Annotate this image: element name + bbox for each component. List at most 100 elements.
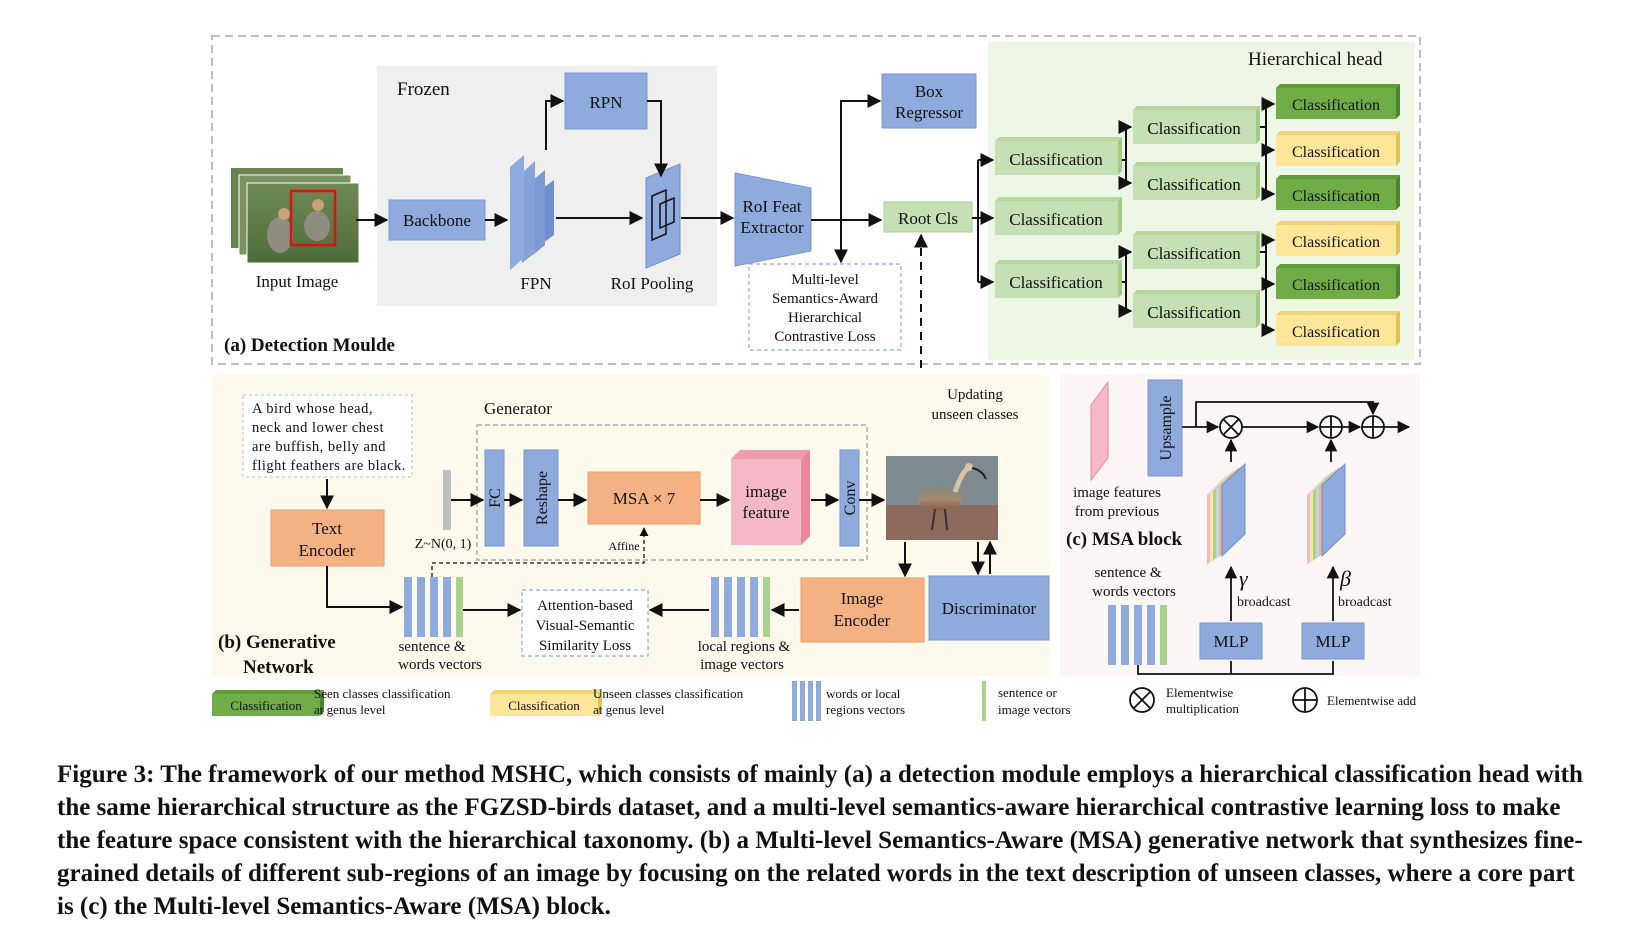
msa-sentence-words-l2: words vectors xyxy=(1092,584,1176,600)
elementwise-add-op xyxy=(1319,415,1343,439)
legend-words-vectors-swatch xyxy=(792,681,821,721)
legend-multiply-icon xyxy=(1129,687,1155,713)
legend-seen-swatch: Classification xyxy=(212,690,324,716)
fpn-label: FPN xyxy=(520,274,551,293)
svg-text:Classification: Classification xyxy=(1147,303,1241,322)
attention-loss-l1: Attention-based xyxy=(537,598,633,614)
roi-feat-extractor-l1: RoI Feat xyxy=(742,197,801,216)
image-feature-block: image feature xyxy=(731,450,810,545)
roi-pooling-block xyxy=(645,163,681,269)
generator-region xyxy=(476,424,868,561)
svg-text:Classification: Classification xyxy=(1009,273,1103,292)
legend-unseen-swatch: Classification xyxy=(490,690,602,716)
msa-sentence-words-l1: sentence & xyxy=(1094,565,1161,581)
svg-text:Classification: Classification xyxy=(1292,144,1380,161)
affine-label: Affine xyxy=(608,539,639,553)
text-encoder-l2: Encoder xyxy=(299,541,356,560)
svg-text:Classification: Classification xyxy=(1147,175,1241,194)
frozen-label: Frozen xyxy=(397,79,450,100)
seen-genus-classification: Classification xyxy=(1276,264,1400,299)
gamma-feature-stack xyxy=(1207,462,1246,565)
roi-pooling-label: RoI Pooling xyxy=(611,274,694,293)
text-description-l3: are buffish, belly and xyxy=(252,439,386,455)
mlsa-loss-l4: Contrastive Loss xyxy=(774,329,875,345)
generative-label-l2: Network xyxy=(243,657,314,678)
unseen-genus-classification: Classification xyxy=(1276,131,1400,166)
classification-block: Classification xyxy=(995,137,1122,175)
classification-block: Classification xyxy=(1133,106,1260,144)
classification-block: Classification xyxy=(1133,231,1260,269)
mlsa-loss-l2: Semantics-Award xyxy=(772,291,879,307)
svg-text:Classification: Classification xyxy=(1009,150,1103,169)
image-encoder-l1: Image xyxy=(841,589,883,608)
msa-x7-block: MSA × 7 xyxy=(613,489,676,508)
input-image xyxy=(231,168,360,264)
beta-feature-stack xyxy=(1307,462,1346,565)
msa-arrows xyxy=(1137,401,1411,675)
msa-block: image features from previous Upsample (c… xyxy=(1060,374,1420,676)
roi-feat-extractor-l2: Extractor xyxy=(740,218,804,237)
sentence-words-vectors xyxy=(404,577,463,637)
legend-words-text-l1: words or local xyxy=(826,686,901,701)
attention-loss-l3: Similarity Loss xyxy=(539,638,631,654)
legend-add-icon xyxy=(1292,687,1318,713)
gamma-symbol: γ xyxy=(1239,566,1249,591)
updating-label-l1: Updating xyxy=(947,387,1003,403)
detection-module-label: (a) Detection Moulde xyxy=(224,335,395,356)
box-regressor-l2: Regressor xyxy=(895,103,963,122)
image-features-prev-l1: image features xyxy=(1073,485,1161,501)
svg-text:Classification: Classification xyxy=(1009,210,1103,229)
text-description-l4: flight feathers are black. xyxy=(252,458,406,474)
noise-vector xyxy=(443,470,451,530)
svg-text:Classification: Classification xyxy=(1147,244,1241,263)
svg-text:Classification: Classification xyxy=(1292,188,1380,205)
classification-block: Classification xyxy=(995,260,1122,298)
image-encoder-l2: Encoder xyxy=(834,611,891,630)
legend-words-text-l2: regions vectors xyxy=(826,702,905,717)
msa-sentence-words-vectors xyxy=(1108,605,1167,665)
legend: Classification Seen classes classificati… xyxy=(212,681,1417,721)
attention-loss-l2: Visual-Semantic xyxy=(535,618,634,634)
fpn-block xyxy=(510,155,554,270)
input-image-label: Input Image xyxy=(256,272,339,291)
detection-module: Frozen Hierarchical head (a) Detection M… xyxy=(211,35,1421,452)
unseen-genus-classification: Classification xyxy=(1276,221,1400,256)
legend-sentence-text-l2: image vectors xyxy=(998,702,1071,717)
image-features-prev-l2: from previous xyxy=(1075,504,1160,520)
classification-block: Classification xyxy=(995,197,1122,235)
msa-block-label: (c) MSA block xyxy=(1066,529,1183,550)
svg-text:Classification: Classification xyxy=(230,698,302,713)
seen-genus-classification: Classification xyxy=(1276,84,1400,119)
legend-mult-text-l1: Elementwise xyxy=(1166,685,1233,700)
classification-block: Classification xyxy=(1133,290,1260,328)
noise-label: Z~N(0, 1) xyxy=(415,537,472,552)
framework-diagram: Frozen Hierarchical head (a) Detection M… xyxy=(211,35,1421,721)
generator-label: Generator xyxy=(484,399,552,418)
conv-block: Conv xyxy=(842,481,859,516)
beta-broadcast: broadcast xyxy=(1338,595,1392,610)
local-regions-vectors xyxy=(711,577,770,637)
fc-block: FC xyxy=(487,488,504,508)
beta-symbol: β xyxy=(1339,566,1351,591)
svg-text:image: image xyxy=(745,482,787,501)
svg-text:Classification: Classification xyxy=(508,698,580,713)
mlsa-loss-l1: Multi-level xyxy=(791,272,859,288)
svg-text:feature: feature xyxy=(742,503,789,522)
legend-unseen-text-l2: at genus level xyxy=(593,702,665,717)
image-features-prism xyxy=(1090,380,1109,482)
root-cls-block: Root Cls xyxy=(898,209,958,228)
mlp-beta-block: MLP xyxy=(1316,632,1351,651)
text-description-l2: neck and lower chest xyxy=(252,420,384,436)
svg-text:Classification: Classification xyxy=(1292,277,1380,294)
classification-block: Classification xyxy=(1133,162,1260,200)
legend-add-text: Elementwise add xyxy=(1327,693,1417,708)
detection-arrows xyxy=(356,94,1276,452)
text-description-l1: A bird whose head, xyxy=(252,401,373,417)
legend-unseen-text-l1: Unseen classes classification xyxy=(593,686,744,701)
seen-genus-classification: Classification xyxy=(1276,175,1400,210)
discriminator-block: Discriminator xyxy=(942,599,1037,618)
text-encoder-l1: Text xyxy=(312,519,342,538)
sentence-words-label-l1: sentence & xyxy=(398,639,465,655)
box-regressor-l1: Box xyxy=(915,82,944,101)
sentence-words-label-l2: words vectors xyxy=(398,657,482,673)
